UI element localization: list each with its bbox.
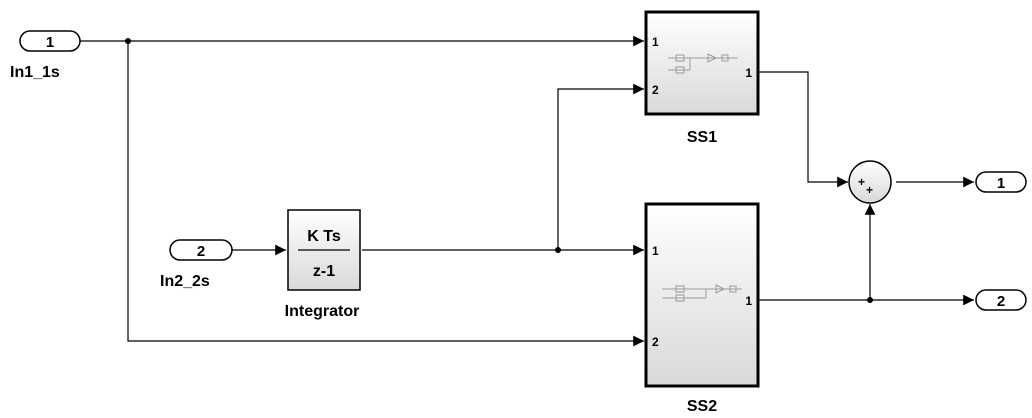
ss2-input-1-label: 1 <box>652 244 659 258</box>
inport-2-label: In2_2s <box>160 273 210 290</box>
signal-lines <box>80 35 974 347</box>
subsystem-ss1[interactable]: 1 2 1 <box>644 10 760 116</box>
signal-ss1-to-sum[interactable] <box>758 71 848 188</box>
outport-1-number: 1 <box>997 175 1005 192</box>
integrator-denominator: z-1 <box>313 263 335 280</box>
inport-1[interactable]: 1 <box>19 30 81 52</box>
ss1-input-2-label: 2 <box>652 83 659 97</box>
ss1-subsystem-glyph-icon <box>668 53 738 74</box>
signal-in1-to-ss2[interactable] <box>127 41 644 347</box>
outport-2-number: 2 <box>997 293 1005 310</box>
integrator-label: Integrator <box>285 303 360 320</box>
branch-point-in1 <box>125 38 131 44</box>
inport-1-label: In1_1s <box>10 64 60 81</box>
ss1-label: SS1 <box>687 129 717 146</box>
ss1-input-1-label: 1 <box>652 35 659 49</box>
integrator-block[interactable]: K Ts z-1 <box>287 209 361 291</box>
integrator-numerator: K Ts <box>307 228 341 245</box>
sum-sign-bottom: + <box>866 183 873 197</box>
sum-block[interactable]: + + <box>848 160 892 204</box>
outport-1[interactable]: 1 <box>975 171 1027 193</box>
inport-2-number: 2 <box>197 243 205 260</box>
ss2-input-2-label: 2 <box>652 335 659 349</box>
ss2-label: SS2 <box>687 398 717 415</box>
sum-sign-left: + <box>858 175 865 189</box>
branch-point-ss2 <box>867 297 873 303</box>
inport-2[interactable]: 2 <box>169 239 233 261</box>
ss2-output-1-label: 1 <box>745 294 752 308</box>
inport-1-number: 1 <box>46 34 54 51</box>
ss2-subsystem-glyph-icon <box>662 284 742 302</box>
subsystem-ss2[interactable]: 1 2 1 <box>644 202 760 388</box>
branch-point-integrator <box>555 247 561 253</box>
signal-integrator-to-ss1[interactable] <box>557 83 644 250</box>
outport-2[interactable]: 2 <box>975 289 1027 311</box>
ss1-output-1-label: 1 <box>745 66 752 80</box>
